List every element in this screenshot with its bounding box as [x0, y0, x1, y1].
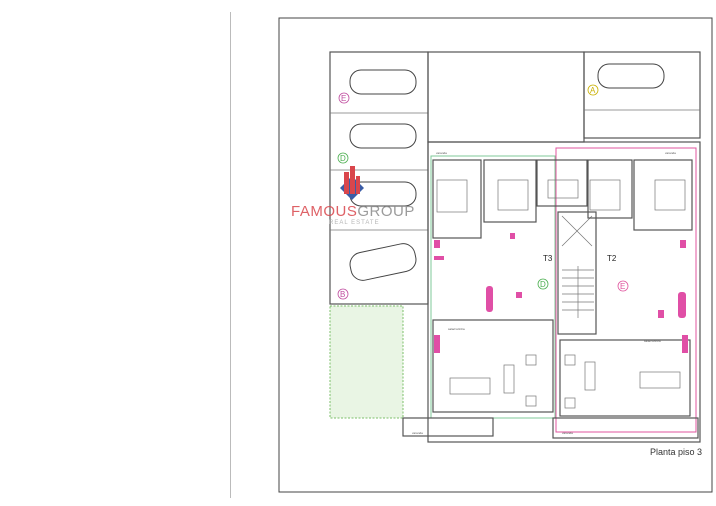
apartment-e-outline [555, 147, 697, 433]
apartment-tag-d: D [540, 280, 546, 289]
car [597, 63, 665, 89]
living-rooms [432, 319, 691, 417]
car [349, 69, 417, 95]
balconies [402, 417, 699, 439]
car [349, 243, 417, 281]
stairwell [557, 211, 597, 335]
svg-text:sala/cozinha: sala/cozinha [644, 339, 661, 343]
bedrooms [432, 159, 693, 239]
svg-text:varanda: varanda [436, 151, 447, 155]
famous-group-logo-mark [340, 166, 364, 200]
building-outline [427, 141, 701, 443]
parking-area [329, 51, 701, 305]
typology-t2: T2 [607, 254, 617, 263]
svg-text:varanda: varanda [412, 431, 423, 435]
parking-tag-b: B [340, 290, 345, 299]
watermark-logo: FAMOUSGROUP REAL ESTATE [291, 203, 415, 226]
parking-tag-e: E [341, 94, 346, 103]
plan-title: Planta piso 3 [650, 447, 703, 457]
parking-tag-d: D [340, 154, 346, 163]
brand-famous: FAMOUS [291, 203, 358, 220]
tag-circles [337, 84, 629, 300]
car [349, 123, 417, 149]
svg-text:varanda: varanda [562, 431, 573, 435]
stairs [562, 266, 594, 318]
apartment-tag-e: E [620, 282, 625, 291]
garden [329, 305, 404, 419]
parking-tag-a: A [590, 86, 596, 95]
left-page-margin-line [230, 12, 231, 498]
cars [349, 63, 665, 281]
brand-group: GROUP [357, 203, 415, 220]
typology-t3: T3 [543, 254, 553, 263]
svg-text:sala/cozinha: sala/cozinha [448, 327, 465, 331]
sheet-border [278, 17, 713, 493]
brand-tagline: REAL ESTATE [329, 220, 380, 226]
beds [436, 179, 686, 213]
svg-text:varanda: varanda [665, 151, 676, 155]
furniture [449, 354, 681, 409]
bathroom-fixtures [434, 233, 688, 353]
